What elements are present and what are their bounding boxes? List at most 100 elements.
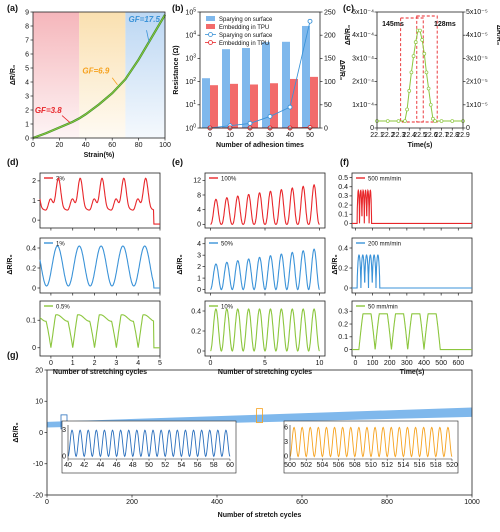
inset-signal — [289, 426, 453, 458]
y-tick-label: 0 — [370, 125, 374, 132]
y-axis-label: Resistance (Ω) — [173, 45, 180, 94]
gf-arrow — [111, 77, 118, 86]
response-time-label: 145ms — [382, 21, 404, 28]
recovery-time-label: 128ms — [434, 21, 456, 28]
legend-entry: Sparying on surface — [219, 33, 273, 39]
response-curve-highlight — [32, 14, 166, 139]
legend-entry: 1% — [56, 242, 65, 248]
inset-x-tick-label: 512 — [381, 462, 393, 469]
tick-exponent: 1 — [193, 100, 196, 106]
tick-exponent: 5 — [193, 7, 196, 13]
inset-signal — [67, 429, 231, 458]
inset-x-tick-label: 42 — [80, 462, 88, 469]
x-tick-label: 0 — [209, 360, 213, 367]
y-tick-label: 8 — [197, 192, 201, 199]
legend-entry: 50% — [221, 242, 234, 248]
y-tick-label: 0 — [32, 217, 36, 224]
legend-marker — [208, 40, 213, 45]
inset-x-tick-label: 46 — [113, 462, 121, 469]
resistance-bar-tpu — [230, 83, 238, 128]
inset-x-tick-label: 54 — [178, 462, 186, 469]
y-tick-label: 6 — [25, 51, 29, 58]
inset-x-tick-label: 40 — [64, 462, 72, 469]
inset-y-tick-label: 0 — [62, 453, 66, 460]
inset-x-tick-label: 504 — [317, 462, 329, 469]
y-tick-label: 0 — [32, 285, 36, 292]
y-tick-label: 12 — [193, 178, 201, 185]
x-tick-label: 500 — [435, 360, 447, 367]
y2-tick-label: 0 — [466, 125, 470, 132]
tick-exponent: 3 — [193, 54, 196, 60]
y-tick-label: 0.1 — [338, 334, 348, 341]
signal-line — [210, 308, 320, 352]
x-tick-label: 22.8 — [445, 132, 459, 139]
data-marker — [407, 89, 412, 93]
panel-label: (c) — [343, 3, 354, 13]
x-tick-label: 200 — [126, 499, 138, 506]
y-tick-label: 0 — [197, 287, 201, 294]
y-tick-label: 250 — [324, 9, 336, 16]
y2-axis-label: ΔR/R₀ — [338, 60, 345, 80]
x-tick-label: 22.6 — [424, 132, 438, 139]
gf-annotation: GF=3.8 — [35, 106, 62, 115]
zoom-marker — [256, 408, 263, 424]
inset-y-tick-label: 3 — [62, 427, 66, 434]
resistance-bar-surface — [282, 41, 290, 128]
y-tick-label: 0 — [344, 347, 348, 354]
signal-line — [210, 184, 320, 225]
y-tick-label: 150 — [324, 56, 336, 63]
y-tick-label: 20 — [35, 367, 43, 374]
data-marker — [396, 119, 401, 123]
inset-x-tick-label: 500 — [284, 462, 296, 469]
response-line — [377, 30, 463, 122]
x-tick-label: 1 — [71, 360, 75, 367]
gf-arrow — [61, 115, 71, 123]
y-tick-label: -10 — [33, 461, 43, 468]
data-marker — [403, 119, 407, 123]
data-marker — [433, 119, 437, 123]
x-tick-label: 1000 — [464, 499, 480, 506]
inset-y-tick-label: 3 — [284, 439, 288, 446]
x-tick-label: 30 — [266, 132, 274, 139]
legend-entry: Embedding in TPU — [219, 41, 269, 47]
y-axis-label: ΔR/R₀ — [345, 25, 352, 45]
x-tick-label: 0 — [45, 499, 49, 506]
x-tick-label: 20 — [246, 132, 254, 139]
inset-x-tick-label: 516 — [414, 462, 426, 469]
data-marker — [426, 86, 431, 91]
inset-y-tick-label: 0 — [284, 454, 288, 461]
y-tick-label: 2 — [197, 264, 201, 271]
x-tick-label: 800 — [381, 499, 393, 506]
x-tick-label: 22.4 — [402, 132, 416, 139]
x-tick-label: 5 — [263, 360, 267, 367]
y-tick-label: 0.2 — [338, 202, 348, 209]
gf-annotation: GF=6.9 — [82, 67, 109, 76]
y-tick-label: 0.4 — [338, 184, 348, 191]
resistance-bar-surface — [262, 42, 270, 128]
response-marker — [247, 120, 253, 126]
x-tick-label: 5 — [158, 360, 162, 367]
legend-marker — [208, 32, 213, 37]
response-marker — [287, 104, 293, 110]
y-tick-label: -20 — [33, 492, 43, 499]
legend-swatch — [206, 24, 215, 29]
inset-x-tick-label: 508 — [349, 462, 361, 469]
y-tick-label: 4x10⁻⁴ — [352, 32, 374, 39]
y-tick-label: 8 — [25, 23, 29, 30]
y2-tick-label: 4x10⁻⁵ — [466, 32, 488, 39]
x-tick-label: 100 — [159, 142, 171, 149]
legend-entry: 100% — [221, 177, 237, 183]
response-line — [209, 21, 311, 129]
inset-x-tick-label: 56 — [194, 462, 202, 469]
tick-exponent: 2 — [193, 77, 196, 83]
x-tick-label: 60 — [108, 142, 116, 149]
x-axis-label: Number of stretch cycles — [218, 512, 302, 519]
x-tick-label: 22.9 — [456, 132, 470, 139]
y-tick-label: 50 — [324, 102, 332, 109]
y-axis-label: ΔR/R₀ — [177, 254, 184, 274]
